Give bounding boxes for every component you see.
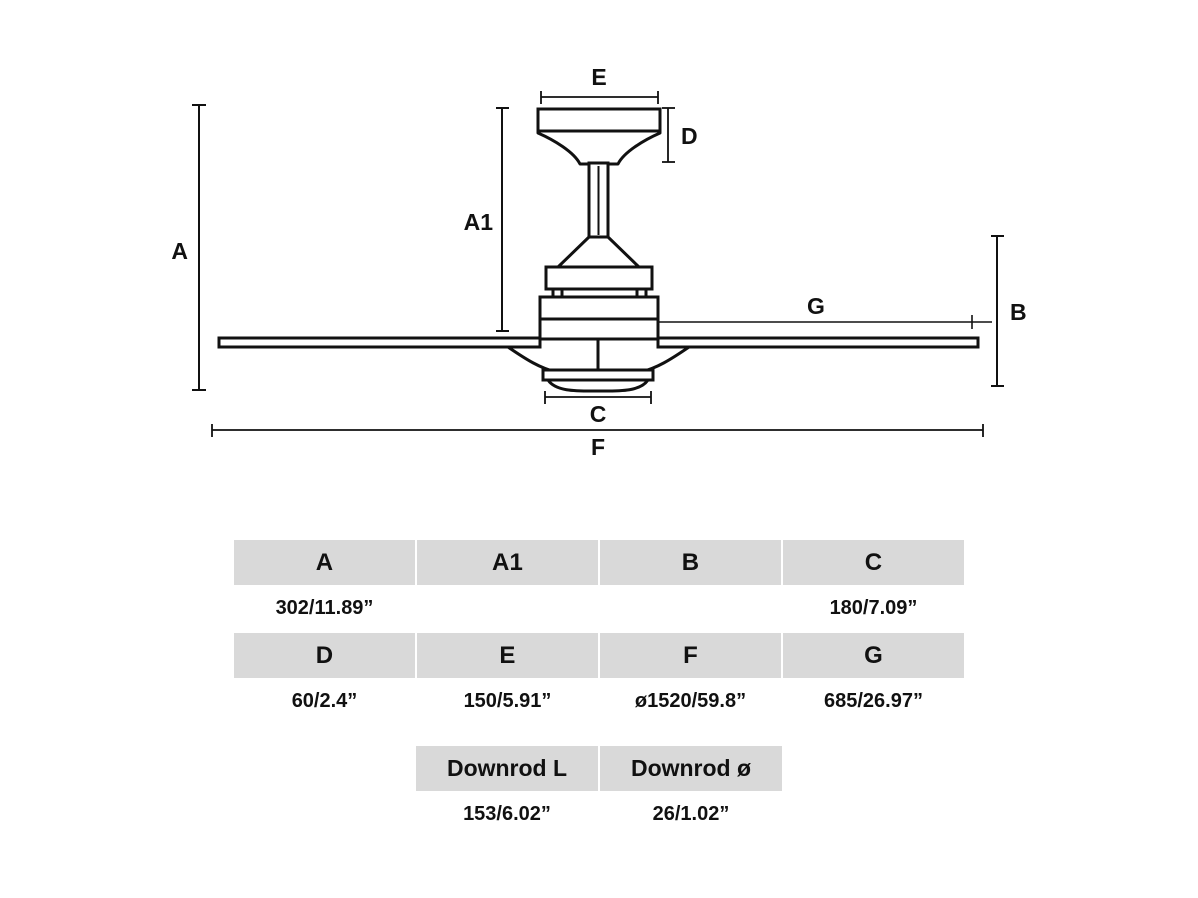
motor-body-upper [538,295,660,321]
spec-value-row-3: 153/6.02” 26/1.02” [0,791,1198,837]
dimension-label-D: D [681,123,698,149]
spec-header-G: G [783,633,964,678]
spec-header-A1: A1 [417,540,598,585]
fan-blade-right [656,336,980,349]
spec-header-B: B [600,540,781,585]
spec-header-C: C [783,540,964,585]
light-dome [546,378,650,393]
dimension-line-D [662,107,675,163]
spec-value-C: 180/7.09” [829,596,918,619]
motor-upper-plate [544,265,654,291]
spec-value-B [600,585,781,631]
motor-yoke [555,235,642,270]
dimension-label-C: C [590,401,607,427]
fan-blade-left [217,336,542,349]
spec-header-F: F [600,633,781,678]
canopy-skirt [536,129,662,166]
spec-header-A: A [234,540,415,585]
dimension-line-C [544,391,652,404]
dimension-label-E: E [591,64,606,90]
dimension-label-A: A [171,238,188,264]
spec-header-D: D [234,633,415,678]
spec-value-downrod-diameter: 26/1.02” [652,802,730,825]
spec-value-A1 [417,585,598,631]
spec-value-A: 302/11.89” [275,596,374,619]
dimension-line-F [211,424,984,437]
dimension-line-B [991,235,1004,387]
spec-value-row-2: 60/2.4” 150/5.91” ø1520/59.8” 685/26.97” [0,678,1198,724]
blade-sweep-left [507,345,557,374]
spec-header-downrod-diameter: Downrod ø [600,746,782,791]
fan-dimension-diagram: A A1 B G C [171,64,1027,460]
dimension-line-A1 [496,107,509,332]
dimension-label-B: B [1010,299,1027,325]
blade-sweep-right [640,345,690,374]
canopy-top-band [536,107,662,133]
spec-header-E: E [417,633,598,678]
spec-header-row-1: A A1 B C [0,540,1198,585]
motor-body-lower [538,317,660,341]
spec-header-downrod-length: Downrod L [416,746,598,791]
dimension-line-A [192,104,206,391]
dimension-spec-table: A A1 B C 302/11.89” 180/7.09” D E F G 60… [0,540,1198,837]
dimension-line-E [540,91,659,104]
dimension-label-G: G [807,293,825,319]
spec-header-row-2: D E F G [0,633,1198,678]
spec-value-downrod-length: 153/6.02” [463,802,551,825]
spec-value-row-1: 302/11.89” 180/7.09” [0,585,1198,631]
dimension-label-F: F [591,434,605,460]
dimension-label-A1: A1 [464,209,494,235]
table-row-spacer [0,726,1198,746]
spec-value-E: 150/5.91” [463,689,552,712]
spec-header-row-3: Downrod L Downrod ø [0,746,1198,791]
spec-value-G: 685/26.97” [824,689,923,712]
spec-value-F: ø1520/59.8” [634,689,747,712]
spec-value-D: 60/2.4” [291,689,358,712]
